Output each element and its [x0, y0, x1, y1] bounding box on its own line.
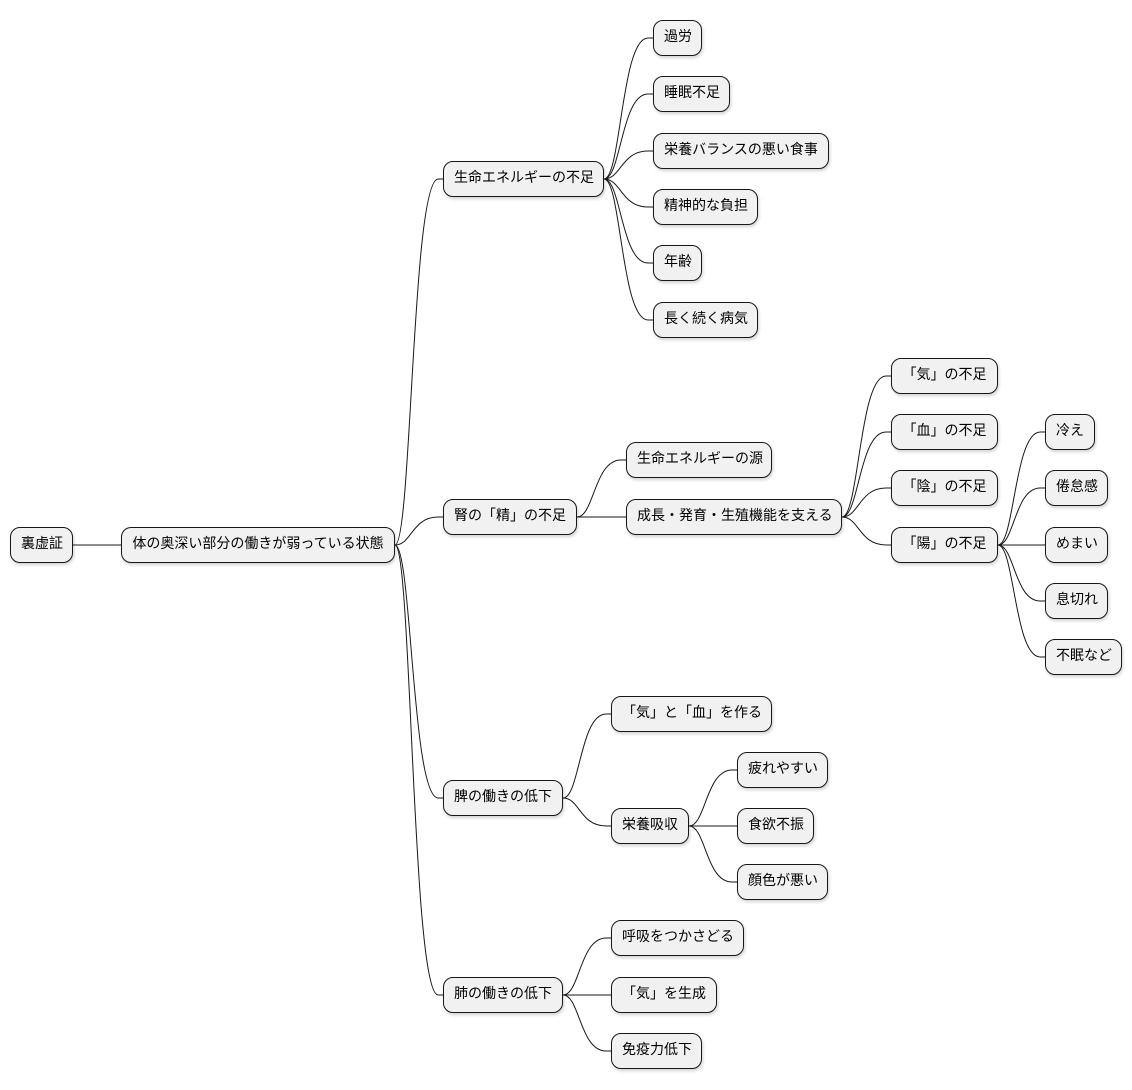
mindmap-node-0-1-1-3-1: 倦怠感 — [1045, 470, 1108, 506]
mindmap-node-0-1-0: 生命エネルギーの源 — [626, 442, 772, 478]
mindmap-node-0-1: 腎の「精」の不足 — [443, 499, 577, 535]
edge-mindmap-root-children-0-children-1-children-1-2 — [841, 487, 891, 518]
edge-mindmap-root-children-0-children-2-0 — [562, 713, 611, 799]
mindmap-node-0-1-1-1: 「血」の不足 — [891, 414, 998, 450]
mindmap-node-0-0: 生命エネルギーの不足 — [443, 161, 604, 197]
mindmap-node-0-2-1-0: 疲れやすい — [737, 752, 828, 788]
mindmap-node-0: 体の奥深い部分の働きが弱っている状態 — [121, 527, 395, 563]
edge-mindmap-root-children-0-children-0-3 — [603, 178, 653, 208]
mindmap-node-0-3: 肺の働きの低下 — [443, 977, 563, 1013]
mindmap-node-0-1-1-2: 「陰」の不足 — [891, 470, 998, 506]
edge-mindmap-root-children-0-children-1-children-1-children-3-3 — [997, 544, 1045, 602]
mindmap-node-0-2-0: 「気」と「血」を作る — [611, 696, 772, 732]
edge-mindmap-root-children-0-children-2-children-1-2 — [688, 825, 737, 883]
edge-mindmap-root-children-0-children-1-0 — [576, 459, 626, 518]
mindmap-node-0-0-0: 過労 — [653, 20, 702, 56]
edge-mindmap-root-children-0-children-2-1 — [562, 797, 611, 827]
edge-mindmap-root-children-0-children-0-5 — [603, 178, 653, 321]
mindmap-node-0-1-1-3-4: 不眠など — [1045, 639, 1122, 675]
mindmap-node-0-1-1-3-2: めまい — [1045, 527, 1108, 563]
edge-mindmap-root-children-0-children-3-2 — [562, 994, 611, 1052]
edge-mindmap-root-children-0-children-0-0 — [603, 37, 653, 180]
mindmap-node-0-2-1: 栄養吸収 — [611, 808, 689, 844]
mindmap-node-0-1-1-3: 「陽」の不足 — [891, 527, 998, 563]
edge-mindmap-root-children-0-children-1-children-1-children-3-1 — [997, 487, 1045, 546]
mindmap-node-0-0-2: 栄養バランスの悪い食事 — [653, 133, 829, 169]
edge-mindmap-root-children-0-children-3-0 — [562, 937, 611, 996]
edge-mindmap-root-children-0-children-1-children-1-3 — [841, 516, 891, 546]
edge-mindmap-root-children-0-children-0-2 — [603, 150, 653, 180]
edge-mindmap-root-children-0-1 — [394, 516, 443, 546]
edge-mindmap-root-children-0-3 — [394, 544, 443, 996]
mindmap-node-0-1-1-3-0: 冷え — [1045, 414, 1095, 450]
edge-mindmap-root-children-0-0 — [394, 178, 443, 546]
mindmap-node-0-1-1-0: 「気」の不足 — [891, 358, 998, 394]
edge-mindmap-root-children-0-children-1-children-1-0 — [841, 375, 891, 518]
mindmap-node-0-0-1: 睡眠不足 — [653, 76, 730, 112]
root-node: 裏虚証 — [10, 527, 73, 563]
edge-mindmap-root-children-0-2 — [394, 544, 443, 799]
mindmap-node-0-3-1: 「気」を生成 — [611, 977, 717, 1013]
edge-mindmap-root-children-0-children-1-children-1-children-3-4 — [997, 544, 1045, 658]
edge-mindmap-root-children-0-children-1-children-1-1 — [841, 431, 891, 518]
mindmap-node-0-2-1-1: 食欲不振 — [737, 808, 814, 844]
mindmap-node-0-0-4: 年齢 — [653, 245, 702, 281]
mindmap-node-0-1-1: 成長・発育・生殖機能を支える — [626, 499, 842, 535]
edge-mindmap-root-children-0-children-1-children-1-children-3-0 — [997, 431, 1045, 546]
edge-mindmap-root-children-0-children-0-1 — [603, 93, 653, 180]
edge-mindmap-root-children-0-children-2-children-1-0 — [688, 769, 737, 827]
mindmap-node-0-0-5: 長く続く病気 — [653, 302, 758, 338]
mindmap-node-0-0-3: 精神的な負担 — [653, 189, 758, 225]
mindmap-node-0-1-1-3-3: 息切れ — [1045, 583, 1108, 619]
mindmap-node-0-2-1-2: 顔色が悪い — [737, 864, 828, 900]
mindmap-node-0-3-0: 呼吸をつかさどる — [611, 920, 744, 956]
mindmap-node-0-2: 脾の働きの低下 — [443, 780, 563, 816]
edge-mindmap-root-children-0-children-0-4 — [603, 178, 653, 264]
mindmap-node-0-3-2: 免疫力低下 — [611, 1033, 702, 1069]
